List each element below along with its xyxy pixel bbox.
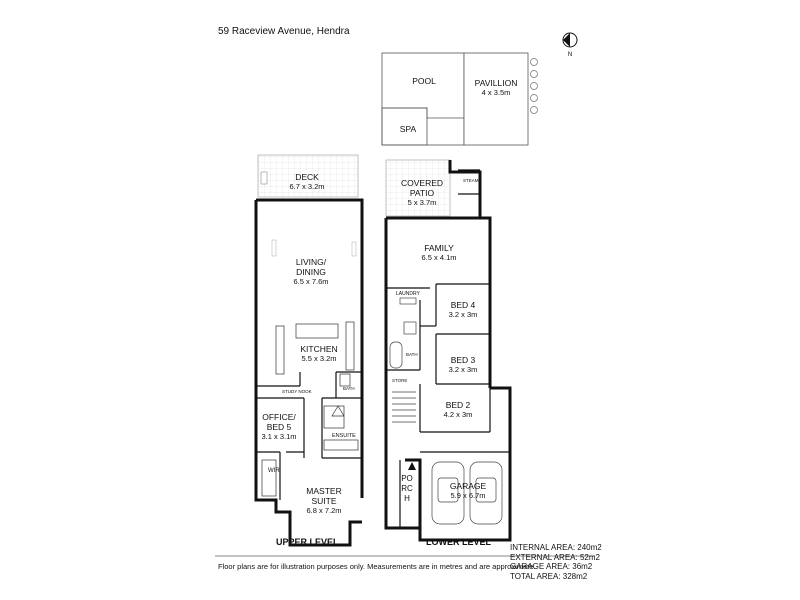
laundry-label: LAUNDRY	[396, 291, 420, 297]
family-label: FAMILY 6.5 x 4.1m	[421, 243, 456, 263]
master-name-line1: MASTER	[306, 486, 342, 496]
bed3-label: BED 3 3.2 x 3m	[449, 355, 478, 375]
north-arrow-icon: N	[562, 32, 578, 58]
lower-level-plan	[384, 159, 512, 542]
kitchen-label: KITCHEN 5.5 x 3.2m	[300, 344, 337, 364]
bed3-name: BED 3	[450, 355, 476, 365]
lower-level-caption: LOWER LEVEL	[426, 537, 491, 547]
living-name-line1: LIVING/	[295, 257, 327, 267]
kitchen-name: KITCHEN	[300, 344, 338, 354]
external-area: EXTERNAL AREA: 52m2	[510, 552, 600, 562]
north-label: N	[568, 52, 572, 58]
family-dims: 6.5 x 4.1m	[421, 253, 457, 262]
lower-bath-label: BATH	[406, 352, 418, 357]
bed4-dims: 3.2 x 3m	[448, 310, 478, 319]
wir-label: WIR	[268, 468, 280, 474]
master-dims: 6.8 x 7.2m	[306, 506, 342, 515]
deck-outline	[257, 154, 359, 198]
pavillion-chairs	[530, 58, 538, 114]
property-address: 59 Raceview Avenue, Hendra	[218, 26, 350, 37]
deck-dims: 6.7 x 3.2m	[289, 182, 325, 191]
porch-label: PORCH	[401, 474, 413, 503]
office-name-line1: OFFICE/	[262, 412, 296, 422]
bed4-name: BED 4	[450, 300, 476, 310]
patio-name-line1: COVERED	[400, 178, 444, 188]
pavillion-name: PAVILLION	[474, 78, 518, 88]
living-label: LIVING/ DINING 6.5 x 7.6m	[293, 257, 328, 287]
family-name: FAMILY	[424, 243, 454, 253]
living-dims: 6.5 x 7.6m	[293, 277, 329, 286]
bed4-label: BED 4 3.2 x 3m	[449, 300, 478, 320]
store-label: STORE	[392, 378, 408, 383]
master-name-line2: SUITE	[311, 496, 337, 506]
office-name-line2: BED 5	[266, 422, 292, 432]
garage-name: GARAGE	[449, 481, 487, 491]
deck-label: DECK 6.7 x 3.2m	[289, 172, 324, 192]
deck-name: DECK	[295, 172, 319, 182]
office-label: OFFICE/ BED 5 3.1 x 3.1m	[261, 412, 296, 442]
car-left-icon	[431, 461, 465, 525]
pool-label: POOL	[412, 76, 436, 86]
patio-dims: 5 x 3.7m	[407, 198, 437, 207]
area-summary: INTERNAL AREA: 240m2 EXTERNAL AREA: 52m2…	[510, 543, 602, 581]
upper-level-caption: UPPER LEVEL	[276, 537, 339, 547]
covered-patio-label: COVERED PATIO 5 x 3.7m	[401, 178, 443, 208]
upper-level-plan	[254, 154, 364, 547]
pool-outline	[381, 52, 465, 146]
total-area: TOTAL AREA: 328m2	[510, 571, 588, 581]
garage-label: GARAGE 5.9 x 6.7m	[450, 481, 486, 501]
ensuite-label: ENSUITE	[332, 433, 356, 439]
bed2-label: BED 2 4.2 x 3m	[444, 400, 473, 420]
disclaimer-text: Floor plans are for illustration purpose…	[218, 562, 536, 571]
upper-bath-label: BATH	[343, 386, 355, 391]
pavillion-dims: 4 x 3.5m	[481, 88, 511, 97]
entry-arrow-icon	[408, 462, 416, 470]
spa-label: SPA	[399, 124, 417, 134]
internal-area: INTERNAL AREA: 240m2	[510, 543, 602, 552]
pavillion-label: PAVILLION 4 x 3.5m	[475, 78, 518, 98]
garage-area: GARAGE AREA: 36m2	[510, 562, 593, 571]
garage-dims: 5.9 x 6.7m	[450, 491, 486, 500]
steam-label: STEAM	[463, 178, 479, 183]
study-nook-label: STUDY NOOK	[282, 389, 312, 394]
master-suite-label: MASTER SUITE 6.8 x 7.2m	[306, 486, 341, 516]
kitchen-island	[295, 323, 339, 339]
office-dims: 3.1 x 3.1m	[261, 432, 297, 441]
patio-name-line2: PATIO	[409, 188, 435, 198]
bed2-name: BED 2	[445, 400, 471, 410]
pavillion-outline	[463, 52, 529, 146]
car-right-icon	[469, 461, 503, 525]
bed3-dims: 3.2 x 3m	[448, 365, 478, 374]
bed2-dims: 4.2 x 3m	[443, 410, 473, 419]
pool-area	[381, 52, 538, 146]
stairs	[392, 391, 416, 423]
living-name-line2: DINING	[296, 267, 326, 277]
covered-patio-outline	[385, 159, 451, 217]
kitchen-dims: 5.5 x 3.2m	[301, 354, 337, 363]
